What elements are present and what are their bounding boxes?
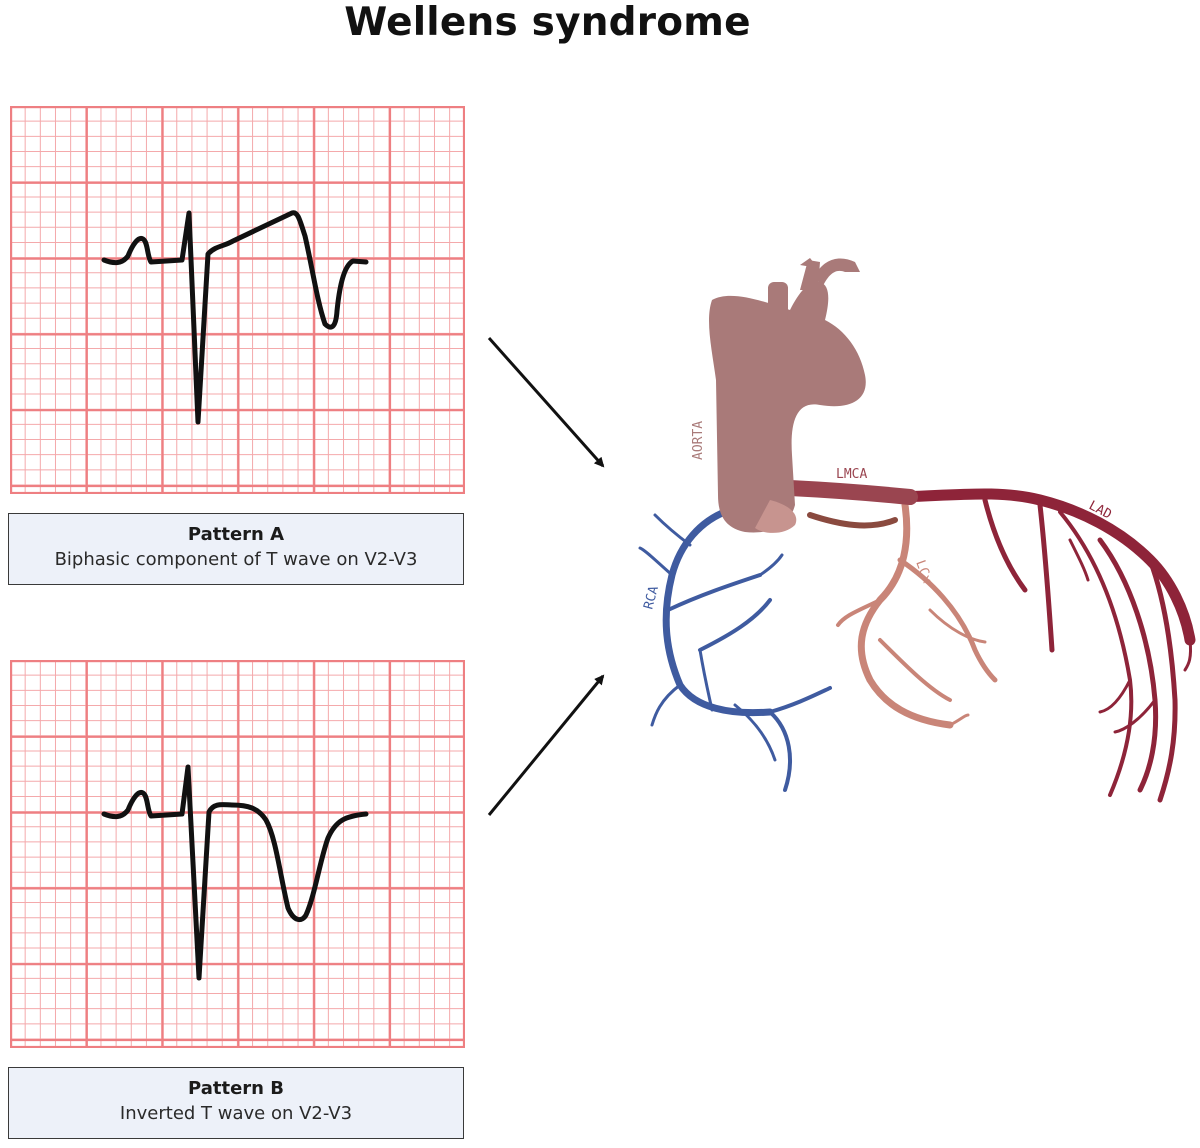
lmca-artery [782, 480, 918, 505]
pattern-a-title: Pattern A [187, 524, 285, 545]
ecg-strip-pattern-b [10, 660, 465, 1048]
pattern-b-caption: Pattern B Inverted T wave on V2-V3 [8, 1067, 464, 1139]
pattern-a-description: Biphasic component of T wave on V2-V3 [54, 549, 418, 570]
pattern-a-caption: Pattern A Biphasic component of T wave o… [8, 513, 464, 585]
diagonal-branch [807, 512, 898, 529]
arrow-pattern-b-to-heart [487, 674, 605, 816]
rca-label: RCA [641, 584, 662, 611]
arrow-pattern-a-to-heart [487, 337, 605, 468]
page-title: Wellens syndrome [344, 0, 751, 45]
ecg-grid-major [10, 660, 465, 1048]
aorta [709, 258, 866, 533]
ecg-strip-pattern-a [10, 106, 465, 494]
ecg-grid-border [10, 660, 465, 1048]
aorta-label: AORTA [691, 421, 706, 460]
lmca-label: LMCA [836, 467, 867, 482]
lcx-artery [836, 501, 998, 729]
rca-artery [638, 506, 832, 792]
lcx-label: LCx [912, 558, 934, 585]
ecg-grid-major [10, 106, 465, 494]
ecg-trace-inverted-t-wave [101, 764, 369, 981]
pattern-b-description: Inverted T wave on V2-V3 [119, 1103, 353, 1124]
ecg-trace-biphasic-t-wave [101, 210, 369, 425]
ecg-grid-border [10, 106, 465, 494]
lad-artery [894, 488, 1196, 803]
aortic-root-shade [755, 500, 797, 533]
coronary-artery-illustration: AORTA LMCA LAD LCx RCA [638, 258, 1196, 803]
pattern-b-title: Pattern B [188, 1078, 284, 1099]
